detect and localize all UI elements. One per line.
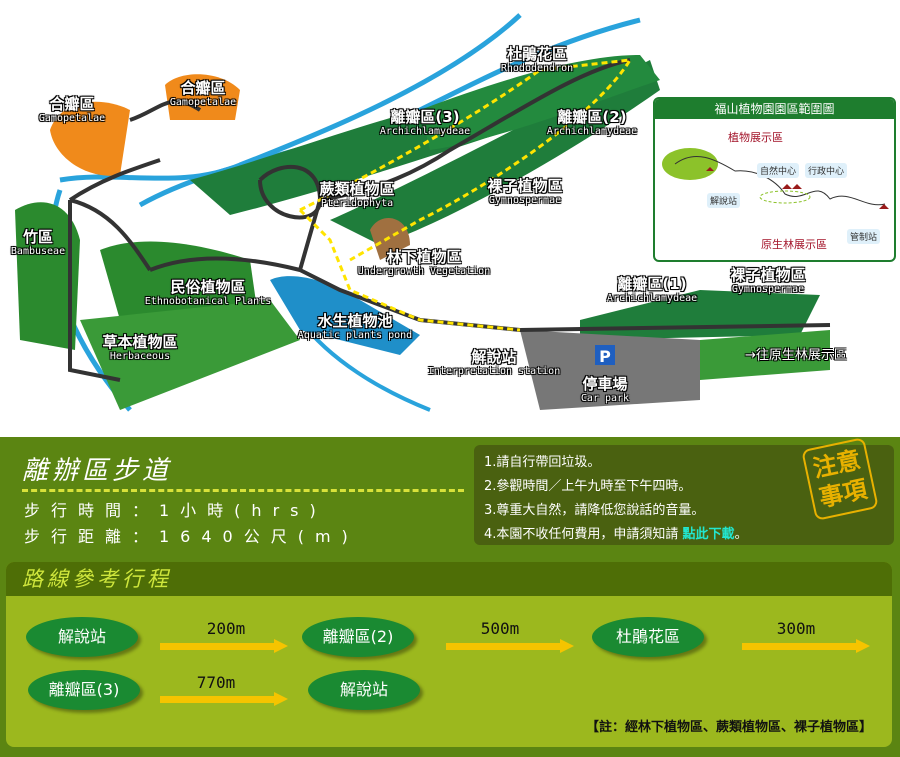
map-label-archichlamydeae-2[interactable]: 離瓣區(2)Archichlamydeae [546,108,638,138]
route-distance: 200m [206,619,246,638]
parking-icon: P [599,347,611,366]
route-distance: 300m [776,619,816,638]
route-stop[interactable]: 解說站 [308,670,420,710]
route-stop[interactable]: 杜鵑花區 [592,617,704,657]
route-panel: 路線參考行程 解說站 200m 離瓣區(2) 500m 杜鵑花區 300m 離瓣… [6,562,892,747]
route-distance: 500m [480,619,520,638]
inset-forest-area: 原生林展示區 [761,238,827,251]
arrow-icon [742,639,870,653]
trail-title: 離辦區步道 [22,456,173,486]
notice-end: 。 [734,527,748,542]
inset-interp-station: 解說站 [707,193,741,208]
route-stop[interactable]: 離瓣區(2) [302,617,414,657]
notice-item: 4.本園不收任何費用，申請須知請 點此下載。 [484,523,884,547]
map-drawing [15,13,831,412]
route-title: 路線參考行程 [6,562,892,596]
inset-overview-map: 福山植物園園區範圍圖 植物展示區 自然中心 行政中心 解說站 原生林展示區 管制… [653,97,896,262]
notice-stamp: 注意事項 [801,437,879,521]
inset-nature-center: 自然中心 [757,163,800,178]
inset-admin-center: 行政中心 [805,163,848,178]
route-note: 【註：經林下植物區、蕨類植物區、裸子植物區】 [585,720,872,735]
notice-item: 3.尊重大自然，請降低您說話的音量。 [484,503,705,518]
map-label-archichlamydeae-3[interactable]: 離瓣區(3)Archichlamydeae [379,108,471,138]
notices-box: 1.請自行帶回垃圾。 2.參觀時間／上午九時至下午四時。 3.尊重大自然，請降低… [474,437,894,547]
notice-item: 1.請自行帶回垃圾。 [484,455,601,470]
route-distance: 770m [196,673,236,692]
walking-time: 步行時間：1小時(hrs) [24,501,327,520]
notice-text: 4.本園不收任何費用，申請須知請 [484,527,683,542]
route-stop[interactable]: 離瓣區(3) [28,670,140,710]
info-panel: 離辦區步道 步行時間：1小時(hrs) 步行距離：1640公尺(m) 1.請自行… [0,437,900,757]
inset-checkpoint: 管制站 [847,229,881,244]
notice-item: 2.參觀時間／上午九時至下午四時。 [484,479,692,494]
walking-distance: 步行距離：1640公尺(m) [24,527,359,546]
route-stop[interactable]: 解說站 [26,617,138,657]
inset-title: 福山植物園園區範圍圖 [655,99,894,119]
arrow-icon [160,639,288,653]
inset-plant-area: 植物展示區 [728,131,783,144]
map-label-archichlamydeae-1[interactable]: 離瓣區(1)Archichlamydeae [606,275,698,305]
direction-to-forest-area[interactable]: →往原生林展示區 [745,348,847,363]
inset-drawing [662,148,889,209]
download-link[interactable]: 點此下載 [682,527,735,542]
arrow-icon [446,639,574,653]
divider [22,489,464,492]
arrow-icon [160,692,288,706]
